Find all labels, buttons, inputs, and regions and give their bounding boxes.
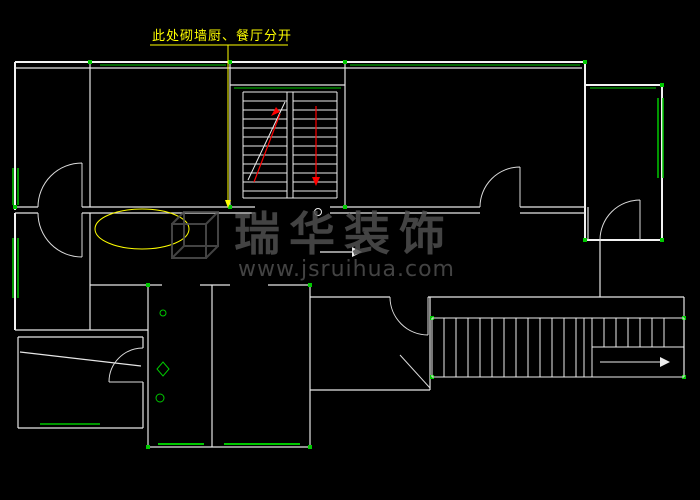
watermark-brand: 瑞华装饰 bbox=[234, 207, 454, 261]
secondary-treads-right bbox=[603, 318, 665, 347]
main-staircase bbox=[242, 91, 338, 199]
outer-walls bbox=[14, 61, 663, 330]
annotation-text: 此处砌墙厨、餐厅分开 bbox=[152, 28, 292, 44]
watermark-url: www.jsruihua.com bbox=[238, 257, 455, 282]
hall-direction-arrow bbox=[314, 208, 362, 257]
secondary-staircase bbox=[431, 317, 685, 378]
watermark: 瑞华装饰 www.jsruihua.com bbox=[171, 207, 455, 282]
door-pivot-symbol bbox=[314, 208, 322, 216]
staircase-treads bbox=[243, 100, 337, 192]
stair-break-line bbox=[247, 101, 286, 181]
watermark-cube-logo bbox=[171, 211, 219, 259]
stair-direction-arrows-red bbox=[253, 106, 320, 186]
window-marks bbox=[12, 64, 664, 445]
door-arcs bbox=[37, 162, 641, 383]
plumbing-fixtures bbox=[155, 309, 431, 403]
revision-ellipse bbox=[94, 208, 190, 250]
secondary-treads-left bbox=[443, 318, 577, 377]
revision-markup: 此处砌墙厨、餐厅分开 bbox=[94, 28, 292, 250]
annotation-leader-arrowhead bbox=[225, 200, 231, 208]
